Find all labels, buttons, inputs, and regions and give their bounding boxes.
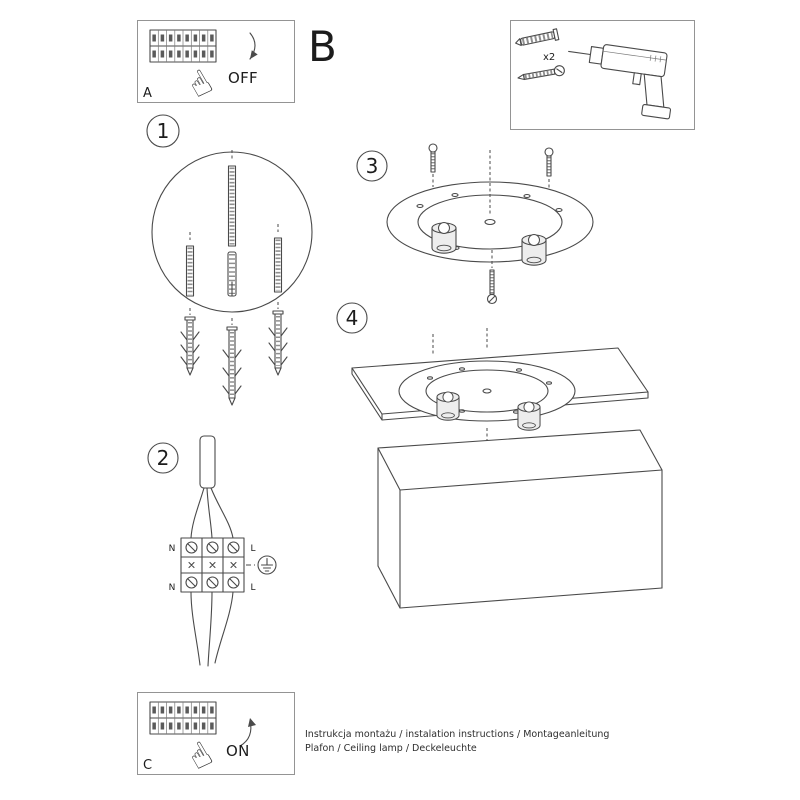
drill-illustration xyxy=(568,44,672,120)
canopy-screw-holes xyxy=(426,367,553,414)
lamp-socket-left xyxy=(431,221,457,254)
footer: Instrukcja montażu / instalation instruc… xyxy=(305,729,609,754)
canopy-center-hole xyxy=(482,388,492,394)
step-3-badge xyxy=(356,150,388,182)
step-4: 4 xyxy=(336,302,663,609)
plate-screw-holes xyxy=(416,192,563,252)
panel-a-power-off: ☝ OFF A xyxy=(137,20,295,107)
cable-sleeve xyxy=(199,435,216,489)
canopy-plate-inner-ring xyxy=(425,369,549,413)
panel-a-border xyxy=(137,20,295,103)
power-state-off-label: OFF xyxy=(228,69,258,87)
shade-box-top-face xyxy=(377,429,663,491)
anchor-plug-right xyxy=(268,302,288,376)
plate-screw-left xyxy=(428,143,438,187)
cover-screw-bottom xyxy=(486,250,498,305)
flip-down-arrowhead xyxy=(250,50,258,59)
screw-center xyxy=(227,150,237,297)
ground-symbol xyxy=(246,555,277,575)
step-2: 2 N L N L xyxy=(147,435,277,667)
panel-a-letter: A xyxy=(143,86,152,101)
footer-line-2: Plafon / Ceiling lamp / Deckeleuchte xyxy=(305,743,477,754)
lamp-socket-left-2 xyxy=(436,391,460,421)
tools-box: x2 xyxy=(510,20,695,130)
step-4-badge xyxy=(336,302,368,334)
pointing-hand-icon: ☝ xyxy=(182,62,220,107)
anchor-plug-left xyxy=(180,308,200,376)
step-1-number: 1 xyxy=(157,119,170,143)
step-2-badge xyxy=(147,442,179,474)
footer-line-1: Instrukcja montażu / instalation instruc… xyxy=(305,729,609,740)
square-canopy-edge xyxy=(351,367,649,421)
wire-middle xyxy=(206,487,213,539)
section-b-letter: B xyxy=(308,22,337,71)
shade-box-vertical-edges xyxy=(377,447,663,609)
breaker-panel-illustration xyxy=(150,30,216,62)
wall-plug-illustration xyxy=(515,28,560,47)
tools-box-border xyxy=(510,20,695,130)
panel-c-border xyxy=(137,692,295,775)
lamp-socket-right-2 xyxy=(517,401,541,431)
panel-c-letter: C xyxy=(143,758,152,773)
shade-box-bottom-edges xyxy=(377,565,663,609)
step-2-number: 2 xyxy=(157,446,170,470)
step-4-number: 4 xyxy=(346,306,359,330)
power-state-on-label: ON xyxy=(226,742,250,760)
step-3: 3 xyxy=(356,143,594,305)
screw-right xyxy=(273,224,283,293)
step-1-badge xyxy=(146,114,180,148)
exit-wire-right xyxy=(214,591,234,664)
quantity-label: x2 xyxy=(543,52,555,63)
flip-up-arrowhead xyxy=(248,718,256,727)
center-hole xyxy=(484,218,496,226)
wire-left xyxy=(190,487,205,539)
terminal-block xyxy=(180,537,245,593)
terminal-label-l-top: L xyxy=(250,544,255,554)
screw-left xyxy=(185,232,195,297)
step-1: 1 xyxy=(146,114,313,406)
breaker-panel-illustration-2 xyxy=(150,702,216,734)
pointing-hand-icon: ☝ xyxy=(182,734,220,779)
step-3-number: 3 xyxy=(366,154,379,178)
terminal-label-l-bottom: L xyxy=(250,583,255,593)
terminal-label-n-top: N xyxy=(169,544,176,554)
exit-wire-middle xyxy=(207,591,213,667)
lamp-socket-right xyxy=(521,233,547,266)
screw-illustration xyxy=(517,65,565,81)
wire-right xyxy=(210,487,234,539)
exit-wire-left xyxy=(190,591,201,666)
anchor-plug-center xyxy=(222,318,242,406)
terminal-label-n-bottom: N xyxy=(169,583,176,593)
panel-c-power-on: ☝ ON C xyxy=(137,692,295,779)
plate-screw-right xyxy=(544,147,554,190)
